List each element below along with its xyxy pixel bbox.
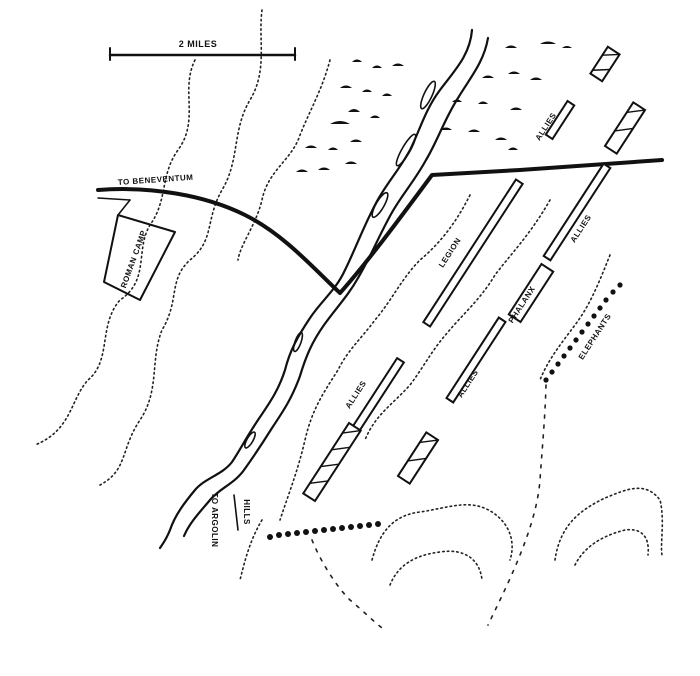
camp-label: ROMAN CAMP [119,229,148,290]
scale-label: 2 MILES [179,39,218,49]
enemy-line [396,100,647,486]
allies-enemy-lower [445,316,507,404]
cavalry-left [301,421,363,503]
river-road-label: TO ARGOLIN [210,493,219,548]
elephant-line-bottom [267,521,381,540]
hill-contours [34,9,664,586]
roman-line [301,45,621,503]
cavalry-enemy-right [603,100,647,156]
allies-enemy-upper [542,162,612,262]
label-elephants: ELEPHANTS [577,312,613,361]
woods [296,41,572,172]
allies-block-upper [544,99,576,141]
roman-camp: ROMAN CAMP [103,199,176,301]
label-allies-2: ALLIES [344,379,369,410]
legion-block [421,178,525,328]
lower-labels: TO ARGOLIN HILLS [210,493,251,548]
phalanx-block [507,262,555,324]
cavalry-right [589,45,621,83]
label-legion: LEGION [437,236,463,269]
road-label: TO BENEVENTUM [118,173,194,187]
cavalry-enemy-left [396,430,440,486]
hills-label: HILLS [242,499,251,525]
scale-bar: 2 MILES [108,39,297,61]
river [158,28,490,550]
elephant-line-right [543,282,623,383]
elephants [267,282,623,629]
